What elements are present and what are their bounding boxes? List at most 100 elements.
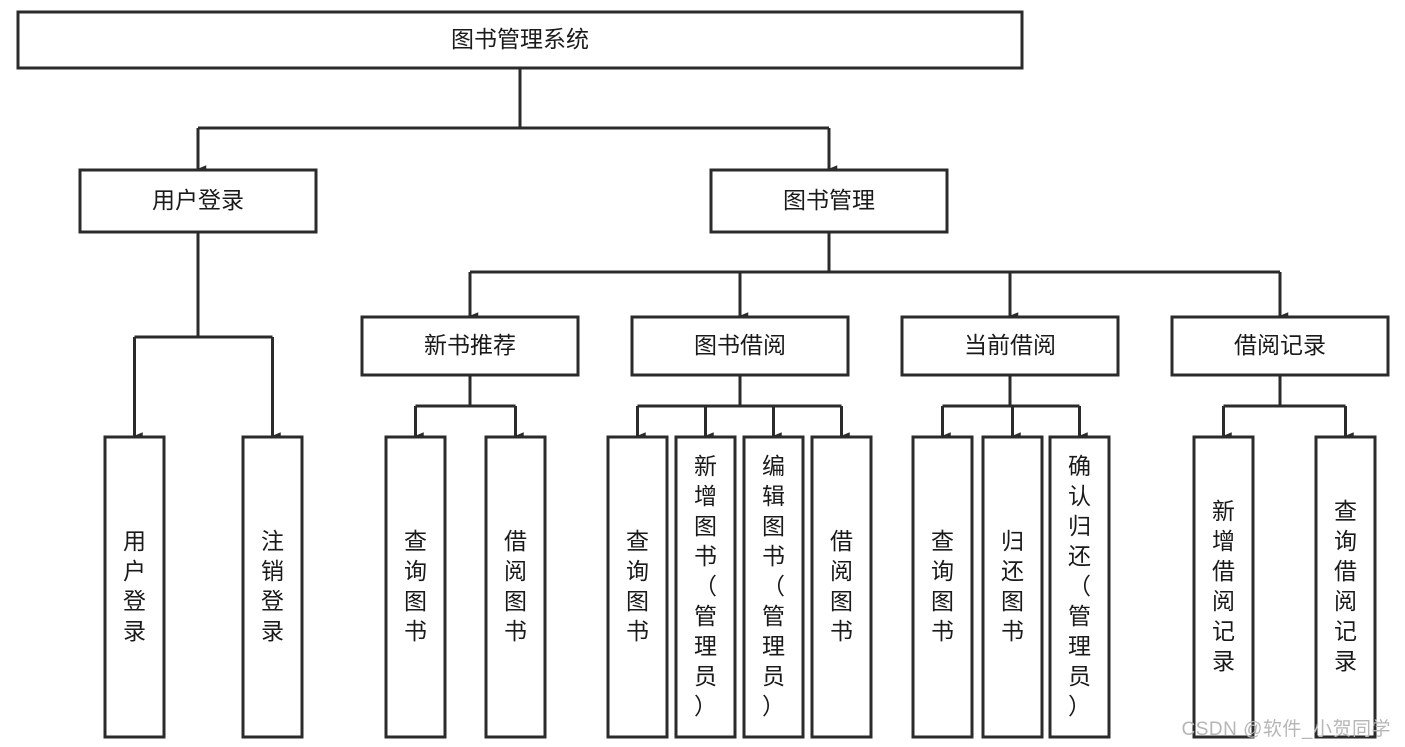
node-box-leaf-borrow-edit: [742, 435, 805, 739]
node-box-book-manage: [709, 168, 949, 234]
node-label-leaf-borrow-add-char: ）: [694, 693, 717, 719]
node-label-user-login: 用户登录: [152, 187, 244, 213]
node-borrow-records[interactable]: 借阅记录: [1170, 315, 1390, 377]
node-label-leaf-borrow-edit-char: ）: [762, 693, 785, 719]
node-label-leaf-borrow-edit-char: 员: [762, 663, 785, 689]
node-label-leaf-user-login-char: 用: [123, 528, 146, 554]
node-box-new-book-recommend: [360, 315, 580, 377]
node-box-leaf-record-add: [1192, 435, 1255, 739]
node-label-leaf-current-confirm-char: （: [1068, 573, 1091, 599]
node-new-book-recommend[interactable]: 新书推荐: [360, 315, 580, 377]
node-label-leaf-recommend-borrow-char: 阅: [504, 558, 527, 584]
node-label-leaf-recommend-query-char: 查: [404, 528, 427, 554]
node-label-current-borrow: 当前借阅: [964, 332, 1056, 358]
node-label-leaf-borrow-edit-char: 理: [762, 633, 785, 659]
node-label-leaf-recommend-query-char: 书: [404, 618, 427, 644]
node-label-leaf-current-confirm-char: 理: [1068, 633, 1091, 659]
node-label-leaf-borrow-add-char: 新: [694, 453, 717, 479]
node-label-leaf-borrow-lend-char: 书: [830, 618, 853, 644]
node-label-leaf-current-query-char: 询: [931, 558, 954, 584]
node-label-leaf-borrow-add-char: 管: [694, 603, 717, 629]
node-label-leaf-current-return-char: 还: [1001, 558, 1024, 584]
connector-edges: [133, 68, 1354, 440]
node-label-leaf-borrow-edit-char: 图: [762, 513, 785, 539]
node-label-leaf-user-login-char: 户: [123, 558, 146, 584]
node-label-leaf-user-login-char: 登: [123, 588, 146, 614]
node-current-borrow[interactable]: 当前借阅: [900, 315, 1120, 377]
node-label-leaf-current-confirm-char: 员: [1068, 663, 1091, 689]
node-label-leaf-recommend-query-char: 图: [404, 588, 427, 614]
node-label-leaf-record-add-char: 增: [1212, 528, 1235, 554]
node-label-leaf-borrow-edit-char: 编: [762, 453, 785, 479]
node-label-leaf-current-confirm-char: 归: [1068, 513, 1091, 539]
node-box-leaf-borrow-lend: [810, 435, 873, 739]
node-box-leaf-borrow-add: [674, 435, 737, 739]
node-label-leaf-logout-char: 销: [261, 558, 284, 584]
node-leaf-user-login[interactable]: 用户登录: [103, 435, 166, 739]
node-label-leaf-borrow-edit-char: 辑: [762, 483, 785, 509]
node-label-leaf-record-query-char: 查: [1334, 498, 1357, 524]
node-label-leaf-current-query-char: 书: [931, 618, 954, 644]
node-label-leaf-logout-char: 注: [261, 528, 284, 554]
node-label-leaf-logout-char: 录: [261, 618, 284, 644]
node-label-book-manage: 图书管理: [783, 187, 875, 213]
node-label-borrow-records: 借阅记录: [1234, 332, 1326, 358]
node-label-leaf-current-query-char: 查: [931, 528, 954, 554]
node-label-leaf-record-query-char: 询: [1334, 528, 1357, 554]
node-label-leaf-recommend-query-char: 询: [404, 558, 427, 584]
node-label-leaf-logout-char: 登: [261, 588, 284, 614]
node-box-leaf-recommend-query: [384, 435, 447, 739]
node-label-leaf-record-query-char: 录: [1334, 648, 1357, 674]
node-label-leaf-recommend-borrow-char: 借: [504, 528, 527, 554]
node-label-leaf-borrow-add-char: （: [694, 573, 717, 599]
node-box-leaf-current-query: [911, 435, 974, 739]
node-label-leaf-borrow-add-char: 增: [694, 483, 717, 509]
node-label-root: 图书管理系统: [451, 26, 589, 52]
node-box-leaf-current-confirm: [1048, 435, 1111, 739]
node-box-leaf-borrow-query: [606, 435, 669, 739]
node-box-leaf-record-query: [1314, 435, 1377, 739]
node-book-borrow[interactable]: 图书借阅: [630, 315, 850, 377]
node-label-leaf-borrow-add-char: 图: [694, 513, 717, 539]
node-label-leaf-current-confirm-char: 管: [1068, 603, 1091, 629]
node-label-leaf-current-query-char: 图: [931, 588, 954, 614]
node-label-leaf-borrow-edit-char: 管: [762, 603, 785, 629]
node-label-leaf-borrow-edit-char: （: [762, 573, 785, 599]
node-label-leaf-current-confirm-char: ）: [1068, 693, 1091, 719]
node-label-new-book-recommend: 新书推荐: [424, 332, 516, 358]
node-box-leaf-recommend-borrow: [484, 435, 547, 739]
node-label-leaf-borrow-add-char: 书: [694, 543, 717, 569]
node-label-leaf-current-return-char: 归: [1001, 528, 1024, 554]
node-user-login[interactable]: 用户登录: [78, 168, 318, 234]
node-box-book-borrow: [630, 315, 850, 377]
node-label-leaf-borrow-lend-char: 借: [830, 528, 853, 554]
node-box-user-login: [78, 168, 318, 234]
node-label-leaf-recommend-borrow-char: 书: [504, 618, 527, 644]
node-label-leaf-record-query-char: 阅: [1334, 588, 1357, 614]
node-label-leaf-current-confirm-char: 确: [1068, 453, 1091, 479]
node-label-leaf-borrow-lend-char: 阅: [830, 558, 853, 584]
node-label-leaf-borrow-lend-char: 图: [830, 588, 853, 614]
node-label-leaf-record-query-char: 借: [1334, 558, 1357, 584]
node-label-leaf-borrow-edit-char: 书: [762, 543, 785, 569]
node-book-manage[interactable]: 图书管理: [709, 168, 949, 234]
node-label-leaf-current-confirm-char: 还: [1068, 543, 1091, 569]
node-root[interactable]: 图书管理系统: [16, 10, 1024, 70]
node-label-leaf-record-add-char: 录: [1212, 648, 1235, 674]
node-label-leaf-user-login-char: 录: [123, 618, 146, 644]
node-label-leaf-borrow-query-char: 查: [626, 528, 649, 554]
